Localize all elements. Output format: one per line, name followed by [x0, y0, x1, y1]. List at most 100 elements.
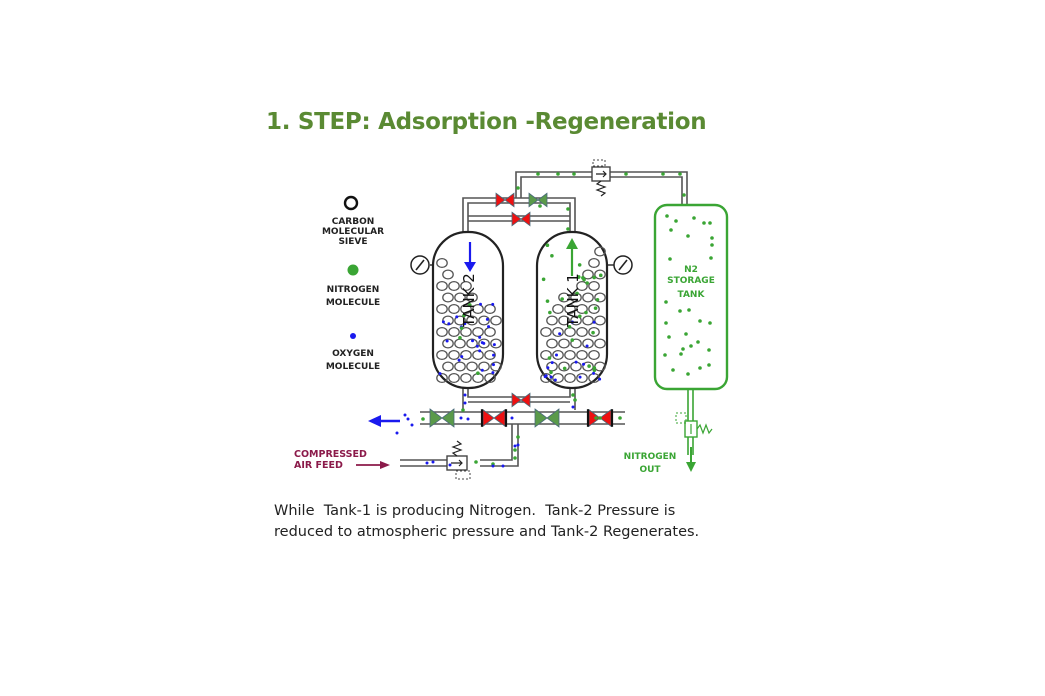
nitrogen-molecule [709, 256, 713, 260]
nitrogen-molecule [584, 310, 588, 315]
nitrogen-molecule [698, 366, 702, 370]
nitrogen-molecule [577, 314, 582, 319]
nitrogen-molecule [689, 344, 693, 348]
valve-top-left-icon [495, 192, 515, 208]
oxygen-molecule [487, 325, 491, 329]
sieve-pellet [558, 315, 570, 326]
sieve-pellet [582, 292, 594, 303]
nitrogen-molecule [698, 319, 702, 323]
nitrogen-molecule [678, 309, 682, 313]
sieve-pellet [454, 361, 466, 372]
storage-label-line1: N2 [684, 265, 698, 275]
oxygen-legend-icon [350, 333, 356, 339]
sieve-pellet [454, 292, 466, 303]
oxygen-molecule [459, 416, 463, 420]
sieve-pellet [478, 361, 490, 372]
sieve-pellet [472, 349, 484, 361]
nitrogen-molecule [516, 435, 520, 439]
sieve-pellet [588, 349, 600, 361]
oxygen-molecule [554, 353, 558, 357]
sieve-pellet [478, 315, 490, 326]
sieve-pellet [570, 315, 582, 326]
tank-1 [535, 230, 609, 390]
oxygen-molecule [448, 463, 452, 467]
nitrogen-molecule [592, 275, 596, 280]
nitrogen-molecule [710, 236, 714, 240]
oxygen-molecule [553, 378, 557, 382]
sieve-pellet [582, 269, 594, 280]
sieve-pellet [436, 372, 448, 384]
sieve-pellet [552, 303, 564, 315]
oxygen-molecule [578, 375, 582, 379]
oxygen-molecule [403, 413, 407, 417]
nitrogen-molecule [462, 313, 466, 318]
nitrogen-molecule [661, 172, 665, 176]
nitrogen-molecule [674, 219, 678, 223]
nitrogen-molecule [570, 338, 575, 342]
sieve-pellet [540, 349, 552, 361]
nitrogen-molecule [595, 297, 600, 302]
nitrogen-molecule [702, 221, 706, 225]
sieve-pellet [436, 303, 448, 315]
nitrogen-molecule [468, 303, 472, 307]
valve-top-middle-icon [511, 211, 531, 227]
nitrogen-molecule [571, 393, 575, 397]
oxygen-molecule [549, 375, 553, 379]
sieve-pellet [466, 292, 478, 303]
sieve-pellet [460, 349, 472, 361]
sieve-pellet [460, 280, 472, 292]
nitrogen-molecule [598, 416, 602, 420]
oxygen-molecule [471, 339, 475, 343]
nitrogen-out-label-line1: NITROGEN [624, 452, 677, 462]
nitrogen-molecule [566, 227, 570, 231]
nitrogen-molecule [707, 348, 711, 352]
valve-exhaust-left-icon [429, 408, 455, 428]
nitrogen-molecule [513, 456, 517, 460]
sieve-pellet [490, 361, 502, 372]
sieve-pellet [436, 326, 448, 338]
oxygen-molecule [457, 358, 461, 362]
sieve-pellet [466, 361, 478, 372]
nitrogen-molecule [708, 321, 712, 325]
sieve-pellet [540, 326, 552, 338]
sieve-pellet [570, 338, 582, 349]
sieve-pellet [460, 303, 472, 315]
sieve-pellet [588, 257, 600, 269]
nitrogen-molecule [682, 193, 686, 197]
sieve-pellet [582, 315, 594, 326]
oxygen-molecule [585, 344, 589, 348]
sieve-pellet [594, 292, 606, 303]
nitrogen-molecule [598, 273, 603, 278]
nitrogen-molecule [476, 371, 480, 375]
sieve-pellet [442, 269, 454, 280]
gas-molecules [438, 243, 603, 382]
nitrogen-molecule [545, 299, 550, 303]
legend: CARBON MOLECULAR SIEVE NITROGEN MOLECULE… [322, 195, 384, 372]
legend-carbon-line1: CARBON [332, 217, 375, 227]
oxygen-molecule [438, 372, 442, 376]
sieve-pellet [576, 326, 588, 338]
air-feed-arrow-icon [356, 461, 390, 469]
sieve-pellet [582, 338, 594, 349]
pressure-regulator-outlet [675, 412, 713, 438]
nitrogen-molecule [707, 363, 711, 367]
tank-2-label: TANK 2 [460, 273, 478, 328]
sieve-pellet [558, 292, 570, 303]
oxygen-molecule [492, 343, 496, 347]
oxygen-molecule [592, 320, 596, 324]
legend-oxygen-line2: MOLECULE [326, 362, 380, 372]
tank-2-pressure-gauge-icon [410, 255, 433, 275]
nitrogen-molecule [710, 243, 714, 247]
sieve-pellet [436, 349, 448, 361]
nitrogen-molecule [513, 448, 517, 452]
nitrogen-molecule [536, 172, 540, 176]
nitrogen-molecule [686, 234, 690, 238]
oxygen-molecule [491, 302, 495, 306]
exhaust-arrow-icon [368, 415, 400, 427]
oxygen-molecule [463, 322, 467, 326]
storage-label-line2: STORAGE [667, 276, 715, 286]
sieve-pellet [484, 349, 496, 361]
tank-1-pressure-gauge-icon [607, 255, 633, 275]
sieve-pellet [442, 292, 454, 303]
